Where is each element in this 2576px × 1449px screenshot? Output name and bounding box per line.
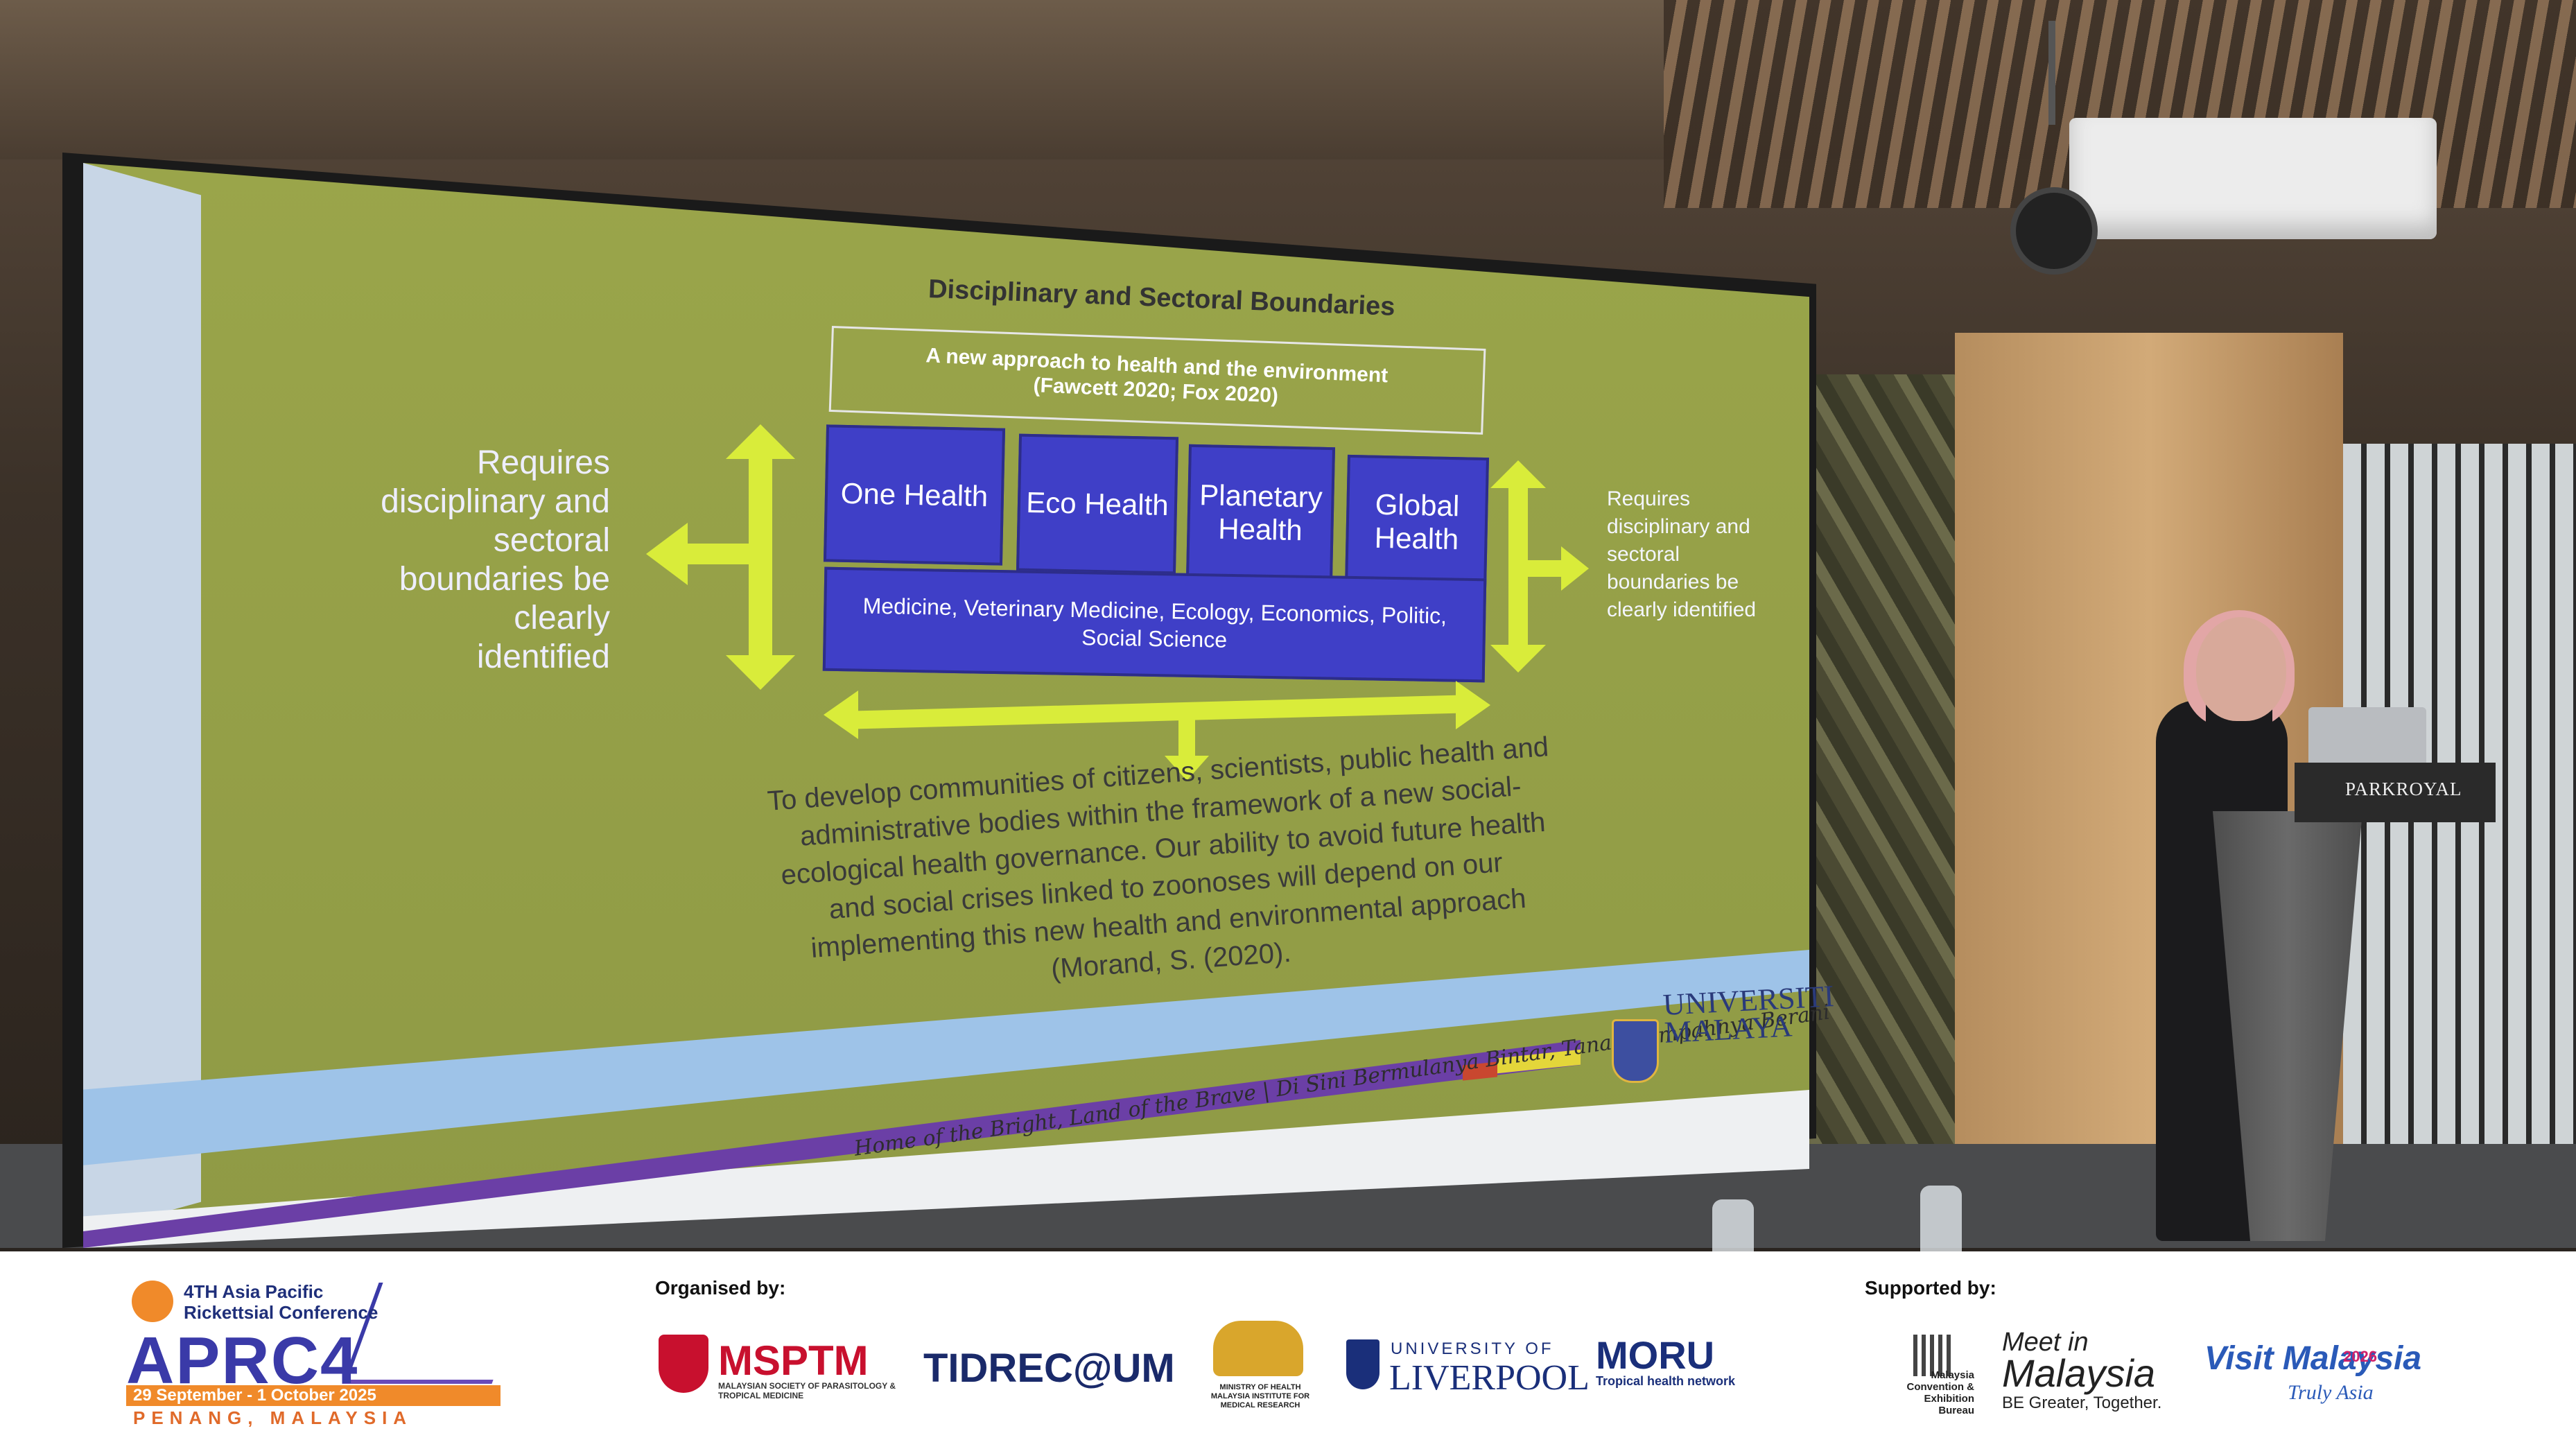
health-box-planetary-health: Planetary Health (1185, 444, 1336, 582)
visit-malaysia-tagline: Truly Asia (2288, 1381, 2374, 1404)
tidrec-logo: TIDREC@UM (923, 1346, 1175, 1391)
meet-in-malaysia-line-2: Malaysia (2002, 1351, 2155, 1395)
arrow-bottom-down (1178, 714, 1195, 763)
liverpool-university-of: UNIVERSITY OF (1391, 1339, 1554, 1358)
supported-by-label: Supported by: (1865, 1277, 1996, 1299)
health-box-eco-health: Eco Health (1016, 433, 1179, 575)
window-blinds (2343, 444, 2576, 1248)
moru-logo: MORU (1596, 1333, 1715, 1377)
projector-lens (2010, 187, 2098, 275)
conference-dates: 29 September - 1 October 2025 (133, 1386, 376, 1405)
arrow-left-horizontal (679, 544, 756, 564)
msptm-subtitle: MALAYSIAN SOCIETY OF PARASITOLOGY & TROP… (718, 1381, 896, 1400)
visit-malaysia-logo: Visit Malaysia (2204, 1340, 2422, 1377)
conference-line-2: Rickettsial Conference (184, 1302, 378, 1323)
arrow-right-horizontal (1525, 560, 1567, 577)
projector (2069, 118, 2437, 239)
organised-by-label: Organised by: (655, 1277, 786, 1299)
tick-logo-icon (132, 1281, 173, 1322)
marble-wall (1802, 374, 1955, 1248)
podium-sign: PARKROYAL (2345, 779, 2462, 799)
msptm-shield-icon (659, 1335, 708, 1393)
conference-line-1: 4TH Asia Pacific (184, 1281, 324, 1302)
health-box-one-health: One Health (823, 424, 1006, 566)
moh-subtitle: MINISTRY OF HEALTH MALAYSIA INSTITUTE FO… (1210, 1383, 1310, 1409)
health-box-global-health: Global Health (1345, 454, 1489, 590)
projector-mount (2048, 21, 2055, 125)
mceb-logo: Malaysia Convention & Exhibition Bureau (1906, 1369, 1975, 1416)
disciplines-box: Medicine, Veterinary Medicine, Ecology, … (822, 566, 1487, 683)
msptm-logo: MSPTM (718, 1337, 869, 1384)
meet-in-malaysia-line-1: Meet in (2002, 1328, 2089, 1357)
conference-place: PENANG, MALAYSIA (133, 1407, 413, 1428)
moru-subtitle: Tropical health network (1596, 1374, 1736, 1388)
conference-room (0, 0, 2576, 1248)
speaker-head (2196, 617, 2286, 721)
moh-crest-icon (1213, 1321, 1303, 1376)
universiti-malaya-crest-icon (1612, 1019, 1659, 1083)
meet-in-malaysia-tagline: BE Greater, Together. (2002, 1394, 2162, 1412)
screen-edge (83, 163, 201, 1234)
universiti-malaya-wordmark: UNIVERSITI MALAYA (1662, 979, 1836, 1050)
liverpool-shield-icon (1346, 1339, 1380, 1389)
right-boundary-label: Requires disciplinary and sectoral bound… (1607, 487, 1757, 621)
conference-name: 4TH Asia Pacific Rickettsial Conference (184, 1281, 378, 1323)
podium-top (2295, 763, 2496, 822)
arrow-right-vertical (1508, 478, 1528, 652)
mceb-building-icon (1913, 1335, 1952, 1376)
left-boundary-label: Requires disciplinary and sectoral bound… (381, 444, 610, 675)
visit-malaysia-year: 2026 (2343, 1348, 2377, 1365)
liverpool-name: LIVERPOOL (1389, 1358, 1590, 1398)
conference-date-bar (126, 1385, 501, 1406)
